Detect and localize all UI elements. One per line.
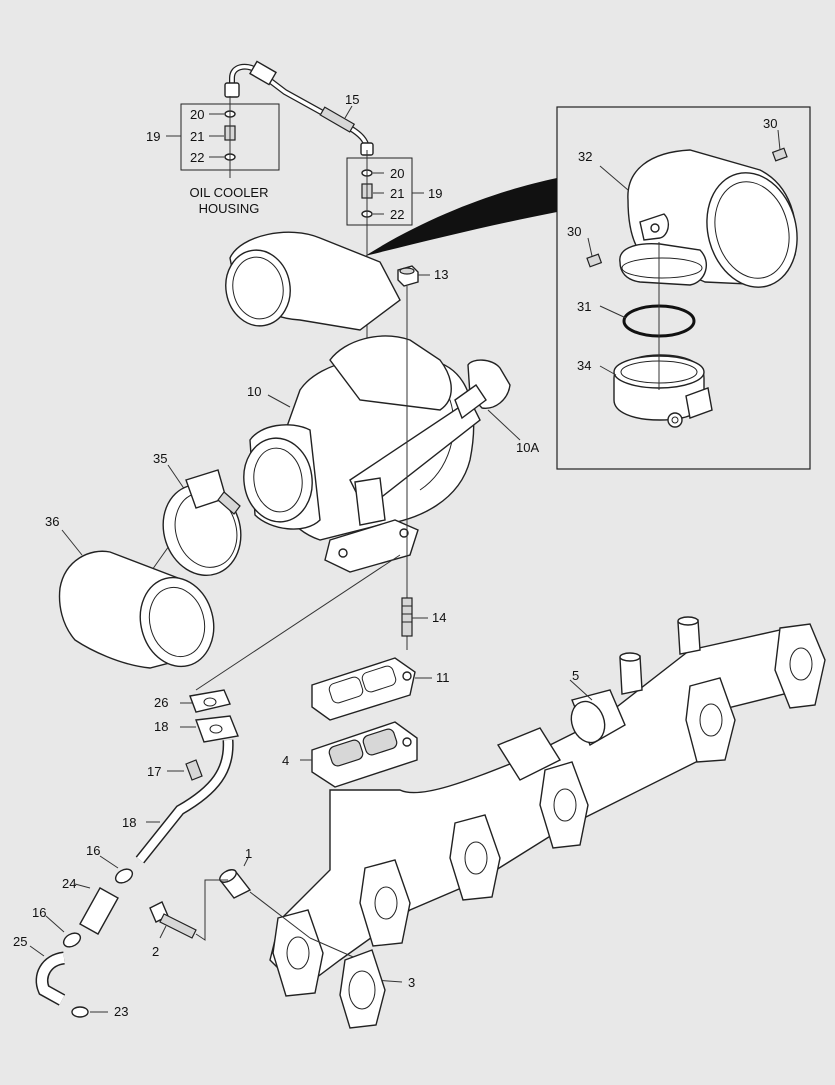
bolt-part-2 — [149, 901, 197, 939]
oil-cooler-housing-label: OIL COOLER HOUSING — [190, 185, 269, 216]
drain-gasket-part-26 — [189, 689, 231, 713]
callout-23: 23 — [114, 1004, 128, 1019]
gasket-part-11 — [311, 657, 416, 721]
callout-30-upper: 30 — [763, 116, 777, 131]
callout-5: 5 — [572, 668, 579, 683]
dowel-part-1 — [218, 869, 252, 899]
callout-2: 2 — [152, 944, 159, 959]
callout-26: 26 — [154, 695, 168, 710]
callout-1: 1 — [245, 846, 252, 861]
oil-feed-line-part-15 — [224, 60, 374, 156]
callout-19-left: 19 — [146, 129, 160, 144]
exhaust-manifold-part-5 — [269, 616, 826, 997]
callout-35: 35 — [153, 451, 167, 466]
callout-18-lower: 18 — [122, 815, 136, 830]
turbocharger-part-10 — [225, 231, 511, 573]
callout-34: 34 — [577, 358, 591, 373]
callout-30-lower: 30 — [567, 224, 581, 239]
nut-part-13 — [397, 265, 419, 287]
callout-16-lower: 16 — [32, 905, 46, 920]
callout-21-right: 21 — [390, 186, 404, 201]
callout-15: 15 — [345, 92, 359, 107]
elbow-tube-part-25 — [35, 951, 66, 1006]
hose-clamp-part-16-lower — [62, 932, 82, 948]
detail-inset — [365, 106, 811, 470]
callout-numbers: 1 2 3 4 5 10 10A 11 13 14 15 16 16 17 18… — [13, 92, 777, 1019]
drain-tube-part-18 — [135, 715, 239, 864]
callout-17: 17 — [147, 764, 161, 779]
callout-22-right: 22 — [390, 207, 404, 222]
callout-14: 14 — [432, 610, 446, 625]
callout-25: 25 — [13, 934, 27, 949]
callout-24: 24 — [62, 876, 76, 891]
callout-20-right: 20 — [390, 166, 404, 181]
callout-10: 10 — [247, 384, 261, 399]
oil-cooler-label-line2: HOUSING — [199, 201, 260, 216]
callout-13: 13 — [434, 267, 448, 282]
callout-32: 32 — [578, 149, 592, 164]
hose-clamp-part-16-upper — [114, 868, 134, 884]
callout-16-upper: 16 — [86, 843, 100, 858]
intake-elbow-part-36 — [58, 550, 215, 669]
v-clamp-part-35 — [162, 469, 242, 576]
hose-part-24 — [79, 887, 119, 935]
callout-19-right: 19 — [428, 186, 442, 201]
bolt-part-30-lower — [586, 253, 603, 268]
bolt-part-30-upper — [771, 147, 788, 162]
o-ring-part-23 — [71, 1006, 89, 1018]
callout-36: 36 — [45, 514, 59, 529]
spacer-part-4 — [311, 721, 418, 788]
gasket-part-3 — [339, 949, 386, 1029]
callout-20-left: 20 — [190, 107, 204, 122]
fitting-stack-left — [166, 96, 280, 178]
bolt-part-17 — [185, 759, 203, 781]
oil-cooler-label-line1: OIL COOLER — [190, 185, 269, 200]
callout-11: 11 — [436, 670, 450, 685]
stud-part-14 — [401, 597, 413, 637]
inset-pointer — [365, 178, 557, 256]
callout-4: 4 — [282, 753, 289, 768]
elbow-part-32 — [619, 149, 798, 288]
callout-21-left: 21 — [190, 129, 204, 144]
callout-18-upper: 18 — [154, 719, 168, 734]
callout-31: 31 — [577, 299, 591, 314]
callout-22-left: 22 — [190, 150, 204, 165]
callout-10a: 10A — [516, 440, 539, 455]
callout-3: 3 — [408, 975, 415, 990]
